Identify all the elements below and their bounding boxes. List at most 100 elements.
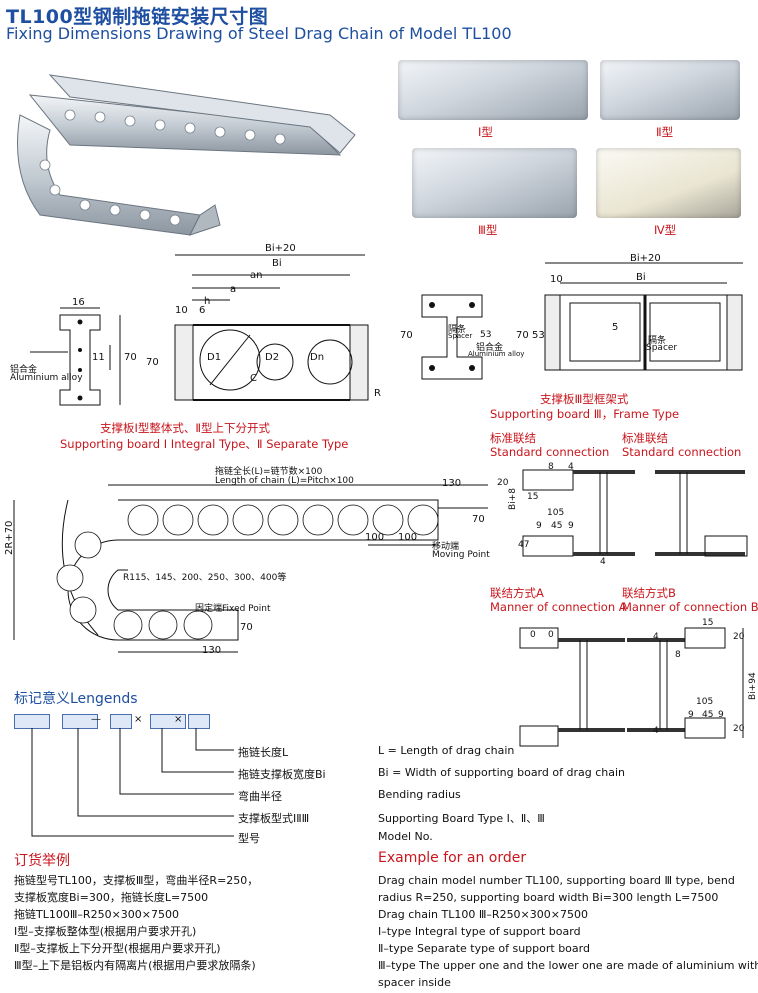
order-title-en: Example for an order [378,850,527,866]
manner-b-cn: 联结方式B [622,586,676,600]
std-dim-9a: 9 [536,521,542,531]
legend-row-cn-0: 拖链长度L [238,746,289,759]
manner-dim-bi94: Bi+94 [748,672,758,700]
type1-photo [398,60,588,120]
dim-16: 16 [72,297,85,308]
legend-row-en-3: Supporting Board Type Ⅰ、Ⅱ、Ⅲ [378,812,545,825]
chain-dim-130: 130 [442,478,462,489]
manner-b-en: Manner of connection B [622,600,758,614]
legend-x2: × [174,714,183,725]
alloy-label-cn: 铝合金 [10,365,38,375]
board12-caption-en: Supporting board Ⅰ Integral Type、Ⅱ Separ… [60,437,349,451]
manner-dim-4b: 4 [653,726,659,736]
dim-70-side: 70 [124,352,137,363]
manner-dim-15: 15 [702,618,714,628]
legend-box-radius [110,714,132,729]
board3-side-spacer-cn: 隔条 [448,325,467,335]
board3-side-drawing [421,294,483,380]
manner-dim-9b: 9 [718,710,724,720]
dim-h: h [204,296,211,307]
page-title-cn: TL100型钢制拖链安装尺寸图 [6,6,269,28]
dim-bi20: Bi+20 [265,243,296,254]
type2-photo [600,60,740,120]
dim-70: 70 [146,357,159,368]
std-dim-47: 47 [518,540,530,550]
chain-dim-70b: 70 [240,622,253,633]
dim-an: an [250,270,263,281]
moving-point-cn: 移动端 [432,542,460,552]
manner-dim-20b: 20 [733,724,745,734]
std-dim-9b: 9 [568,521,574,531]
board3-dim-5: 5 [612,322,619,333]
legend-row-en-1: Bi = Width of supporting board of drag c… [378,766,625,779]
std-connection-drawing [522,469,748,557]
legend-row-en-4: Model No. [378,830,433,843]
order-cn-1: 支撑板宽度Bi=300，拖链长度L=7500 [14,891,209,904]
board3-dim-bi: Bi [636,272,646,283]
type2-label: Ⅱ型 [656,125,674,139]
side-profile-drawing [30,307,121,406]
type4-label: Ⅳ型 [654,223,677,237]
std-label-cn-2: 标准联结 [622,431,668,445]
order-cn-0: 拖链型号TL100，支撑板Ⅲ型，弯曲半径R=250， [14,874,259,887]
std-dim-8: 8 [548,462,554,472]
manner-o1: 0 [530,630,536,640]
manner-dim-105: 105 [696,697,714,707]
std-dim-bi8: Bi+8 [508,488,518,510]
legend-box-length [188,714,210,729]
label-d1: D1 [207,352,222,363]
chain-dim-130b: 130 [202,645,222,656]
chain-length-cn: 拖链全长(L)=链节数×100 [215,467,323,477]
chain-dim-2r70: 2R+70 [4,520,15,555]
board3-side-70: 70 [400,330,413,341]
board3-side-alloy-en: Aluminium alloy [468,350,525,358]
order-en-0: Drag chain model number TL100, supportin… [378,874,735,887]
order-en-6: spacer inside [378,976,451,989]
manner-a-cn: 联结方式A [490,586,544,600]
legend-box-model [14,714,50,729]
moving-point-en: Moving Point [432,550,490,560]
board3-caption-cn: 支撑板Ⅲ型框架式 [540,392,629,406]
board3-dim-10: 10 [550,274,563,285]
chain-dim-70: 70 [472,514,485,525]
manner-drawing [519,627,744,747]
legend-dash: — [91,714,101,725]
std-label-en-2: Standard connection [622,445,742,459]
manner-dim-20: 20 [733,632,745,642]
std-dim-15: 15 [527,492,539,502]
dim-bi: Bi [272,258,282,269]
board3-caption-en: Supporting board Ⅲ，Frame Type [490,407,680,421]
order-en-2: Drag chain TL100 Ⅲ–R250×300×7500 [378,908,588,921]
std-label-en: Standard connection [490,445,610,459]
drag-chain-photo [17,74,356,236]
manner-dim-45: 45 [702,710,714,720]
board12-caption-cn: 支撑板Ⅰ型整体式、Ⅱ型上下分开式 [100,421,271,435]
dim-11: 11 [92,352,105,363]
board3-spacer-cn: 隔条 [648,336,667,346]
page-title-en: Fixing Dimensions Drawing of Steel Drag … [6,24,512,43]
manner-o2: 0 [548,630,554,640]
type3-photo [412,148,577,218]
legend-row-cn-4: 型号 [238,832,260,845]
label-c: C [250,373,257,384]
board3-front-drawing [544,262,743,371]
type1-label: Ⅰ型 [478,125,493,139]
board3-dim-53: 53 [532,330,545,341]
dim-a: a [230,284,237,295]
std-dim-45: 45 [551,521,563,531]
manner-dim-8: 8 [675,650,681,660]
std-dim-20: 20 [497,478,509,488]
dim-10: 10 [175,305,188,316]
board3-side-spacer-en: Spacer [448,332,473,340]
chain-radius-list: R115、145、200、250、300、400等 [123,573,287,583]
type3-label: Ⅲ型 [478,223,498,237]
order-cn-5: Ⅲ型–上下是铝板内有隔离片(根据用户要求放隔条) [14,959,256,972]
board12-front-drawing [174,254,369,401]
order-en-1: radius R=250, supporting board width Bi=… [378,891,719,904]
std-label-cn: 标准联结 [490,431,536,445]
legend-x1: × [134,714,143,725]
std-dim-4: 4 [568,462,574,472]
legend-title: 标记意义Lengends [14,691,138,707]
board3-spacer-en: Spacer [646,343,678,353]
chain-layout-drawing [13,484,488,653]
